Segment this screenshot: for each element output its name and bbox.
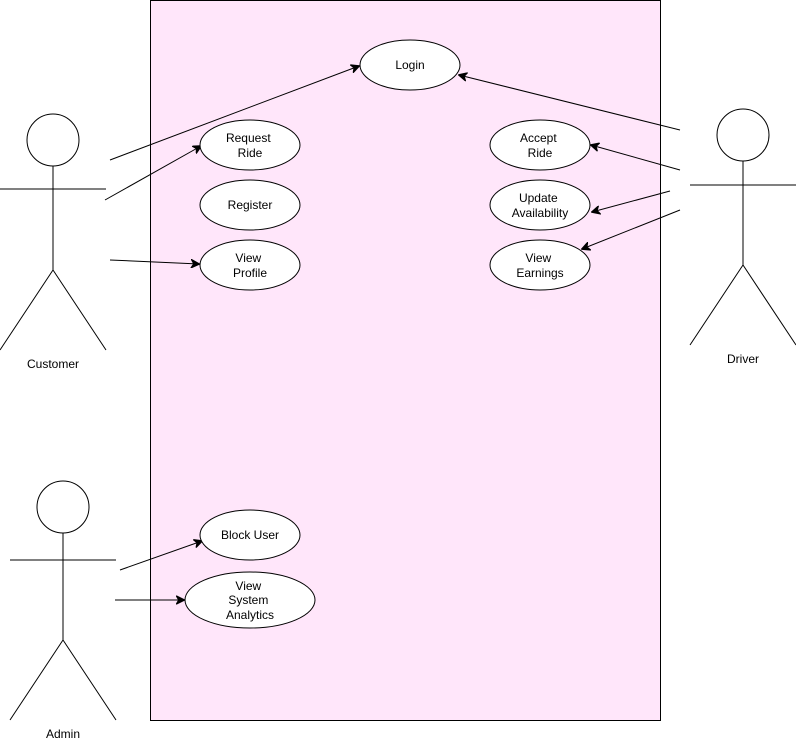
actor-driver-head (716, 108, 770, 162)
use-case-register-line: Register (228, 198, 273, 212)
use-case-update-availability: Update Availability (489, 179, 591, 231)
associations (104, 66, 681, 600)
use-case-view-system-analytics-label: View System Analytics (226, 579, 274, 622)
use-case-update-availability-label: Update Availability (512, 191, 568, 220)
use-case-login-line: Login (395, 58, 424, 72)
actor-admin-head (36, 480, 90, 534)
use-case-register: Register (199, 179, 301, 231)
use-case-block-user: Block User (199, 509, 301, 561)
actor-driver-label: Driver (727, 352, 759, 366)
actor-admin-label: Admin (46, 727, 80, 741)
actor-customer-head (26, 113, 80, 167)
use-case-request-ride-label: Request Ride (226, 131, 274, 160)
use-case-login: Login (359, 39, 461, 91)
use-case-block-user-line: Block User (221, 528, 279, 542)
use-case-login-label: Login (395, 58, 424, 72)
association-customer-login (109, 66, 359, 161)
association-driver-view-earnings (582, 209, 681, 249)
use-case-request-ride-line: Ride (238, 146, 263, 160)
use-case-view-earnings: View Earnings (489, 239, 591, 291)
use-case-block-user-label: Block User (221, 528, 279, 542)
use-case-accept-ride-label: Accept Ride (520, 131, 560, 160)
use-case-view-profile-label: View Profile (233, 251, 267, 280)
use-case-accept-ride: Accept Ride (489, 119, 591, 171)
association-admin-block-user (119, 541, 202, 571)
association-customer-view-profile (109, 260, 199, 264)
association-driver-update-availability (592, 190, 671, 212)
use-case-view-system-analytics: View System Analytics (184, 571, 316, 629)
association-driver-accept-ride (591, 145, 681, 171)
use-case-accept-ride-line: Ride (528, 146, 553, 160)
use-case-update-availability-line: Availability (512, 206, 568, 220)
association-customer-request-ride (104, 146, 201, 201)
use-case-register-label: Register (228, 198, 273, 212)
actor-driver (689, 108, 796, 346)
use-case-view-profile-line: View (235, 251, 261, 265)
use-case-accept-ride-line: Accept (520, 131, 557, 145)
use-case-request-ride-line: Request (226, 131, 271, 145)
actor-customer (0, 113, 107, 351)
use-case-request-ride: Request Ride (199, 119, 301, 171)
use-case-view-earnings-label: View Earnings (516, 251, 563, 280)
actor-admin (9, 480, 117, 721)
use-case-view-earnings-line: View (525, 251, 551, 265)
use-case-view-system-analytics-line: Analytics (226, 608, 274, 622)
use-case-update-availability-line: Update (519, 191, 558, 205)
actor-customer-label: Customer (27, 357, 79, 371)
use-case-view-system-analytics-line: View (235, 579, 261, 593)
use-case-view-profile: View Profile (199, 239, 301, 291)
use-case-view-system-analytics-line: System (228, 593, 268, 607)
use-case-view-earnings-line: Earnings (516, 266, 563, 280)
use-case-view-profile-line: Profile (233, 266, 267, 280)
association-driver-login (459, 75, 681, 131)
